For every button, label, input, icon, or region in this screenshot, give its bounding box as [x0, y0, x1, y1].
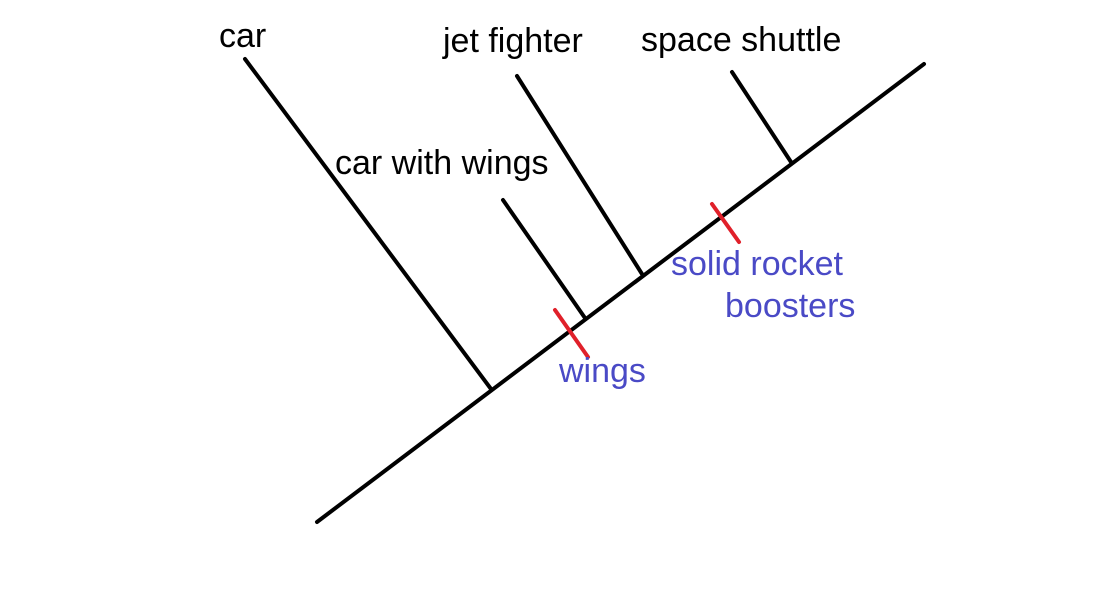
- branch-space-shuttle: [730, 70, 793, 164]
- trait-label-wings: wings: [558, 352, 646, 390]
- trait-mark-wings: [553, 308, 590, 359]
- trait-label-solid-rocket: solid rocket: [671, 245, 844, 283]
- trait-mark-solid-rocket-boosters: [710, 202, 741, 244]
- branch-car: [243, 57, 493, 391]
- taxon-label-jet-fighter: jet fighter: [442, 22, 583, 60]
- cladogram-trunk: [315, 62, 926, 524]
- branch-jet-fighter: [515, 74, 644, 276]
- branch-car-with-wings: [501, 198, 587, 320]
- taxon-label-car: car: [219, 17, 266, 55]
- taxon-label-car-with-wings: car with wings: [335, 144, 549, 182]
- trait-label-boosters: boosters: [725, 287, 855, 325]
- taxon-label-space-shuttle: space shuttle: [641, 21, 841, 59]
